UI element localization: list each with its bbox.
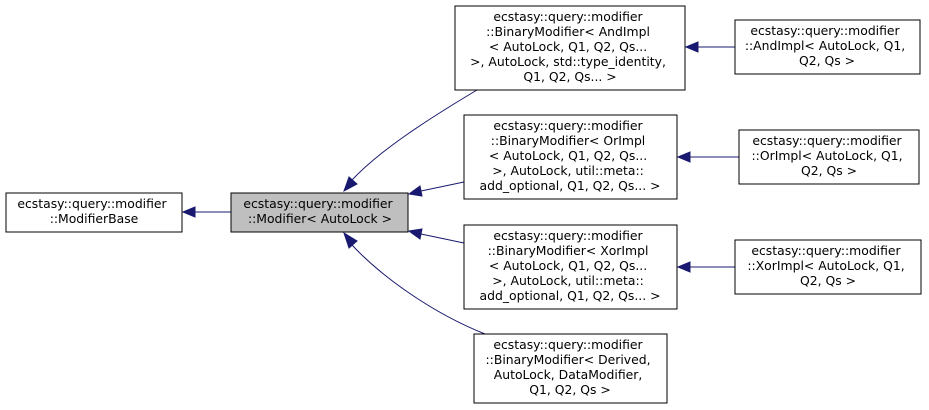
edges	[181, 41, 739, 335]
node-xor-impl-label: ecstasy::query::modifier ::XorImpl< Auto…	[747, 243, 908, 288]
node-binary-and[interactable]: ecstasy::query::modifier ::BinaryModifie…	[454, 5, 686, 91]
node-binary-derived-label: ecstasy::query::modifier ::BinaryModifie…	[485, 337, 654, 397]
node-binary-xor-label: ecstasy::query::modifier ::BinaryModifie…	[480, 228, 661, 303]
edge-xor-impl-to-binary-xor-arrowhead	[676, 261, 691, 273]
node-binary-or[interactable]: ecstasy::query::modifier ::BinaryModifie…	[463, 114, 678, 200]
node-and-impl[interactable]: ecstasy::query::modifier ::AndImpl< Auto…	[734, 19, 921, 75]
node-modifier[interactable]: ecstasy::query::modifier ::Modifier< Aut…	[230, 192, 409, 233]
node-binary-xor[interactable]: ecstasy::query::modifier ::BinaryModifie…	[463, 224, 678, 310]
edge-binary-and-to-modifier	[351, 89, 478, 181]
edge-and-impl-to-binary-and-arrowhead	[684, 41, 699, 53]
node-modifier-label: ecstasy::query::modifier ::Modifier< Aut…	[243, 196, 396, 226]
edge-binary-or-to-modifier-arrowhead	[407, 185, 423, 197]
node-modifier-base[interactable]: ecstasy::query::modifier ::ModifierBase	[5, 192, 183, 233]
node-binary-and-label: ecstasy::query::modifier ::BinaryModifie…	[470, 9, 670, 84]
node-modifier-base-label: ecstasy::query::modifier ::ModifierBase	[17, 196, 170, 226]
node-or-impl-label: ecstasy::query::modifier ::OrImpl< AutoL…	[752, 133, 907, 178]
edge-binary-xor-to-modifier-arrowhead	[407, 228, 423, 240]
edge-or-impl-to-binary-or-arrowhead	[676, 151, 691, 163]
edge-binary-or-to-modifier	[420, 181, 465, 192]
node-or-impl[interactable]: ecstasy::query::modifier ::OrImpl< AutoL…	[738, 129, 920, 185]
node-and-impl-label: ecstasy::query::modifier ::AndImpl< Auto…	[745, 23, 909, 68]
edge-modifier-to-base-arrowhead	[181, 206, 196, 218]
node-binary-or-label: ecstasy::query::modifier ::BinaryModifie…	[480, 118, 661, 193]
edge-binary-derived-to-modifier	[351, 244, 486, 335]
edge-binary-xor-to-modifier	[420, 233, 465, 244]
edge-binary-derived-to-modifier-arrowhead	[343, 231, 358, 249]
edge-binary-and-to-modifier-arrowhead	[343, 176, 358, 193]
node-xor-impl[interactable]: ecstasy::query::modifier ::XorImpl< Auto…	[734, 239, 922, 295]
node-binary-derived[interactable]: ecstasy::query::modifier ::BinaryModifie…	[473, 333, 668, 404]
